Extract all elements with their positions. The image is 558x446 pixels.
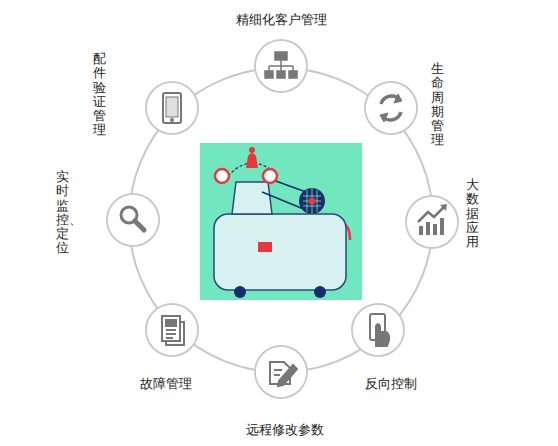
icon-part: [171, 119, 173, 121]
feature-node: 故障管理: [145, 303, 199, 357]
icon-part: [274, 370, 282, 375]
icon-part: [289, 71, 297, 78]
node-circle: [365, 82, 417, 134]
icon-part: [166, 97, 178, 117]
icon-part: [275, 52, 287, 60]
node-outline: [351, 303, 405, 357]
feature-node: 生命周期管理: [364, 81, 418, 135]
chart-icon: [418, 204, 447, 235]
feature-node: 大数据应用: [405, 195, 459, 249]
wheel: [314, 286, 326, 298]
icon-disc: [146, 82, 198, 134]
document-icon: [162, 316, 184, 345]
icon-disc: [352, 304, 404, 356]
feature-label: 故障管理: [140, 376, 192, 392]
feature-label: 大数据应用: [466, 178, 479, 249]
icon-disc: [255, 40, 307, 92]
center-panel: [200, 143, 362, 300]
icon-part: [433, 224, 437, 235]
node-outline: [145, 81, 199, 135]
flywheel-hub: [309, 198, 316, 205]
icon-part: [440, 204, 447, 211]
valve: [246, 153, 258, 168]
node-outline: [254, 345, 308, 399]
icon-disc: [406, 196, 458, 248]
feature-node: 精细化客户管理: [254, 39, 308, 93]
node-circle: [255, 346, 307, 398]
compressor-illustration: [214, 147, 350, 298]
icon-part: [418, 207, 444, 222]
icon-part: [166, 320, 176, 326]
feature-label: 精细化客户管理: [236, 12, 327, 28]
node-outline: [364, 81, 418, 135]
icon-part: [269, 60, 293, 71]
edit-icon: [270, 362, 297, 386]
icon-disc: [255, 346, 307, 398]
feature-node: 实时监控、定位: [106, 193, 160, 247]
icon-part: [265, 71, 273, 78]
feature-node: 反向控制: [351, 303, 405, 357]
feature-label: 远程修改参数: [246, 422, 324, 438]
magnifier-icon: [121, 207, 144, 230]
node-circle: [255, 40, 307, 92]
tank: [214, 214, 346, 290]
outer-ring: [129, 68, 433, 372]
feature-label: 反向控制: [365, 376, 417, 392]
node-outline: [254, 39, 308, 93]
valve: [249, 147, 255, 153]
org-chart-icon: [265, 52, 297, 78]
phone-hand-icon: [370, 314, 389, 346]
icon-part: [166, 322, 184, 345]
icon-part: [426, 222, 430, 235]
phone-icon: [163, 93, 181, 123]
cylinder: [232, 182, 272, 214]
node-circle: [352, 304, 404, 356]
flywheel-grille: [303, 188, 321, 214]
feature-node: 配件验证管理: [145, 81, 199, 135]
icon-part: [376, 324, 389, 346]
icon-part: [277, 71, 285, 78]
node-outline: [145, 303, 199, 357]
node-circle: [406, 196, 458, 248]
node-circle: [146, 82, 198, 134]
icon-part: [278, 365, 297, 386]
wheel: [234, 286, 246, 298]
node-circle: [146, 304, 198, 356]
icon-part: [163, 93, 181, 123]
label-plate: [258, 242, 272, 252]
flywheel: [299, 188, 325, 214]
feature-node: 远程修改参数: [254, 345, 308, 399]
icon-discs: [107, 40, 458, 398]
feature-label: 配件验证管理: [93, 52, 106, 138]
cycle-icon: [380, 94, 402, 122]
icon-disc: [365, 82, 417, 134]
node-outline: [405, 195, 459, 249]
icon-part: [380, 94, 402, 122]
gauge: [215, 169, 229, 183]
icon-part: [419, 226, 423, 235]
gauge: [263, 169, 277, 183]
node-circle: [107, 194, 159, 246]
icon-part: [135, 221, 144, 230]
feature-label: 生命周期管理: [431, 62, 444, 148]
icon-disc: [146, 304, 198, 356]
icon-part: [440, 218, 444, 235]
icon-disc: [107, 194, 159, 246]
node-outline: [106, 193, 160, 247]
feature-label: 实时监控、定位: [56, 170, 69, 256]
